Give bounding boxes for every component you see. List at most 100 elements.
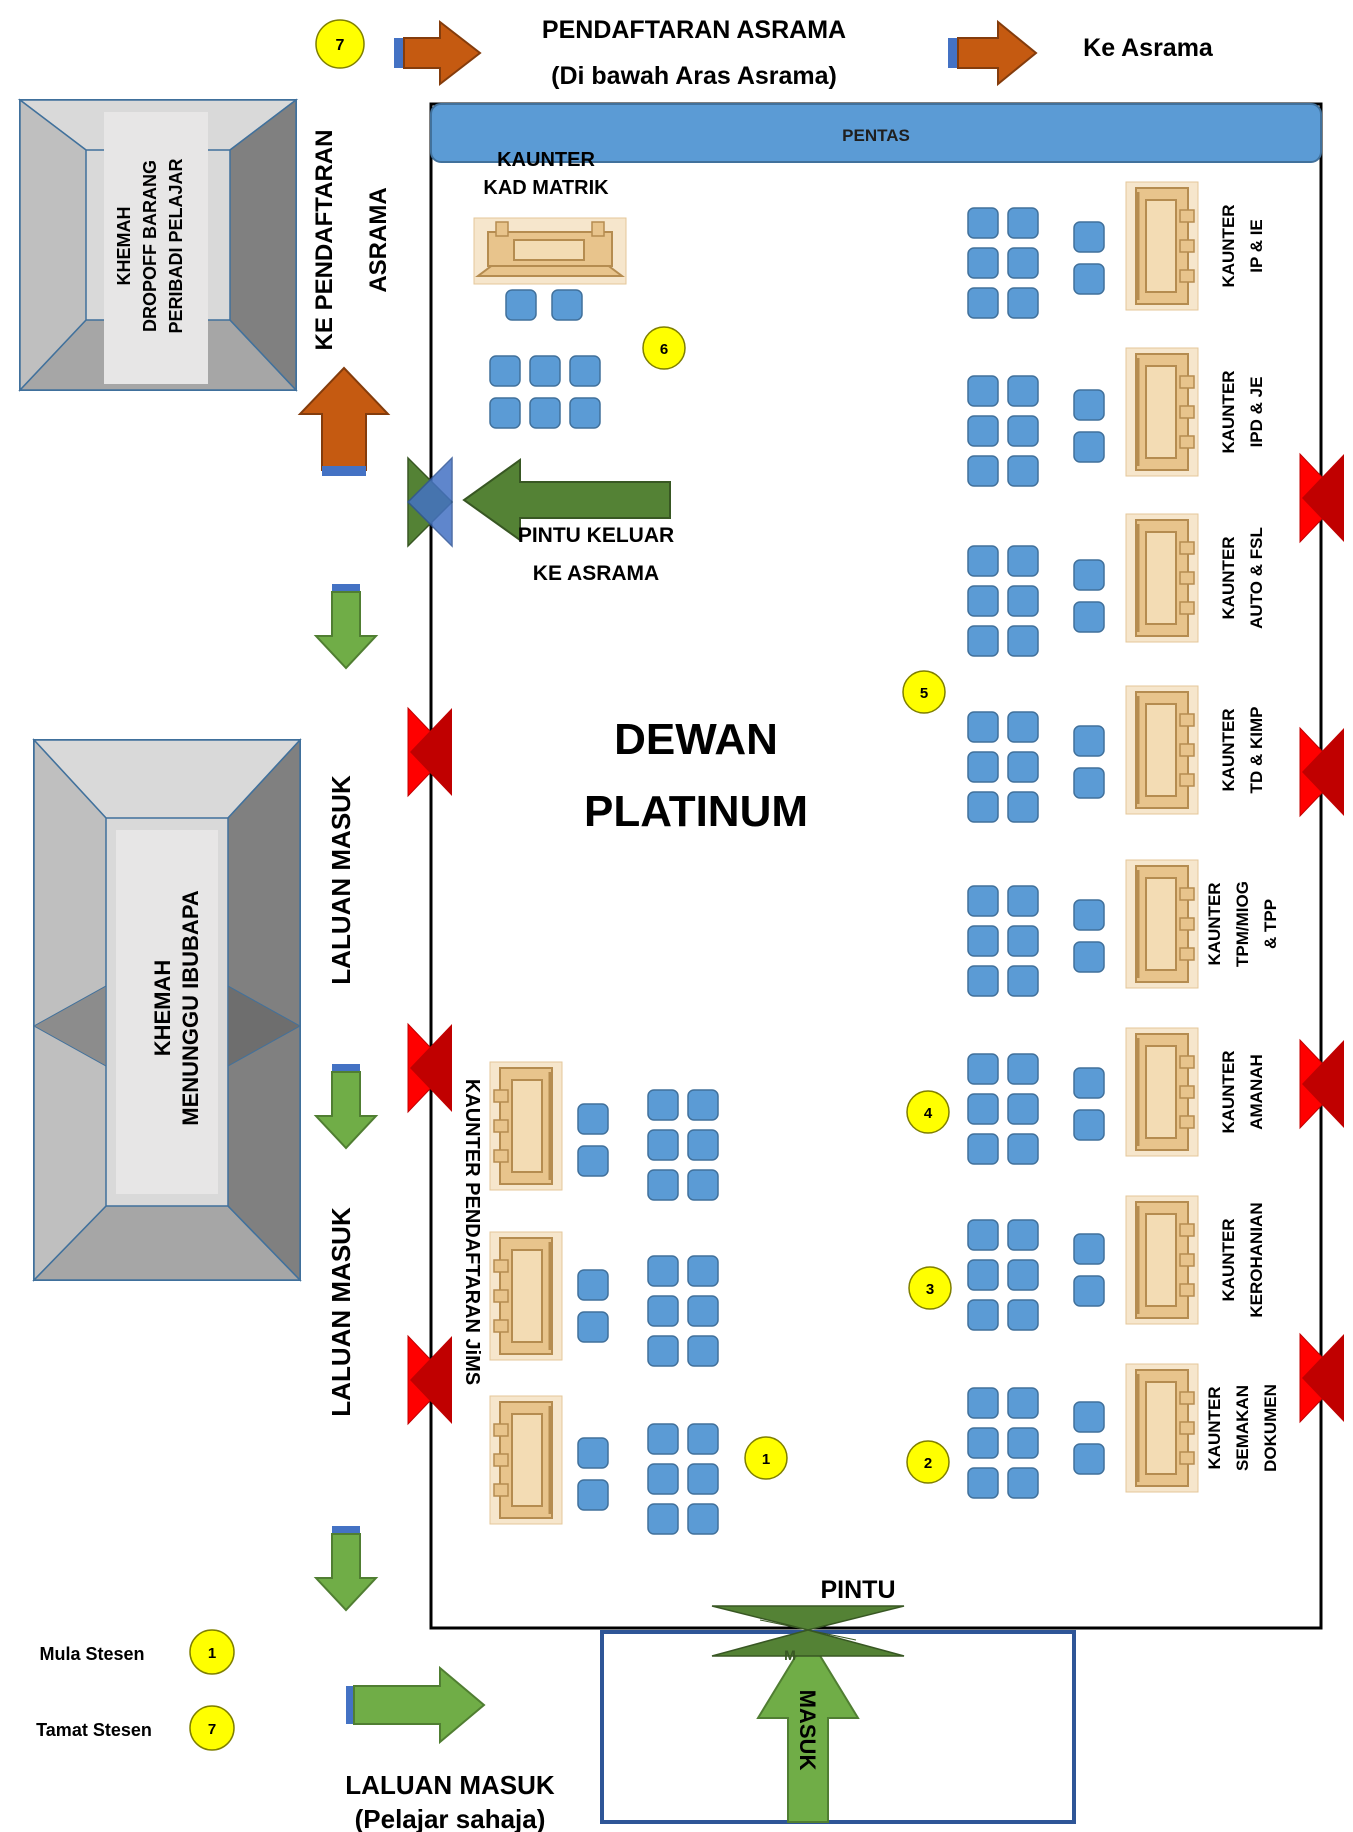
chair <box>1073 431 1105 463</box>
orange-arrow-top-2 <box>948 19 1038 87</box>
chair <box>967 791 999 823</box>
legend-end-circle: 7 <box>189 1705 235 1751</box>
counter-label-2-line2: IPD & JE <box>1247 377 1266 448</box>
chair <box>647 1423 679 1455</box>
svg-text:1: 1 <box>208 1645 216 1662</box>
counter-desk <box>1124 512 1200 644</box>
counter-label-5-line1: KAUNTER <box>1205 882 1224 965</box>
chair <box>967 1427 999 1459</box>
chair <box>1073 559 1105 591</box>
hall-name-line1: DEWAN <box>614 715 778 764</box>
chair <box>967 287 999 319</box>
chair <box>967 585 999 617</box>
to-registration-line1: KE PENDAFTARAN <box>311 130 338 351</box>
chair <box>1007 1133 1039 1165</box>
chair <box>967 415 999 447</box>
jims-counter-label: KAUNTER PENDAFTARAN JiMS <box>461 1079 483 1385</box>
counter-label-7-line1: KAUNTER <box>1219 1218 1238 1301</box>
chair <box>967 965 999 997</box>
green-arrow-2 <box>315 1063 377 1149</box>
green-arrow-right <box>346 1665 486 1745</box>
chair <box>529 355 561 387</box>
chair <box>577 1437 609 1469</box>
chair <box>1007 1219 1039 1251</box>
chair <box>967 711 999 743</box>
counter-label-4-line2: TD & KIMP <box>1247 707 1266 794</box>
counter-label-4-line1: KAUNTER <box>1219 708 1238 791</box>
counter-desk <box>1124 1194 1200 1326</box>
chair <box>1007 287 1039 319</box>
jims-desk <box>488 1230 564 1362</box>
station-5: 5 <box>902 670 946 714</box>
chair <box>551 289 583 321</box>
chair <box>687 1295 719 1327</box>
chair <box>647 1295 679 1327</box>
station-1: 1 <box>744 1436 788 1480</box>
chair <box>647 1089 679 1121</box>
counter-label-5-line2: TPM/MIOG <box>1233 881 1252 967</box>
chair <box>967 1053 999 1085</box>
counter-desk <box>1124 858 1200 990</box>
counter-label-2-line1: KAUNTER <box>1219 370 1238 453</box>
chair <box>1007 1467 1039 1499</box>
green-arrow-1 <box>315 583 377 669</box>
chair <box>1073 941 1105 973</box>
exit-door <box>406 456 454 548</box>
stage <box>430 103 1322 163</box>
dropoff-line3: PERIBADI PELAJAR <box>166 158 186 333</box>
chair <box>1007 585 1039 617</box>
chair <box>1007 625 1039 657</box>
counter-label-6-line2: AMANAH <box>1247 1054 1266 1130</box>
entry-arrow <box>756 1634 860 1823</box>
counter-label-8-line3: DOKUMEN <box>1261 1384 1280 1472</box>
chair <box>1073 1109 1105 1141</box>
chair <box>1007 207 1039 239</box>
chair <box>647 1169 679 1201</box>
chair <box>1007 545 1039 577</box>
svg-text:5: 5 <box>920 685 928 702</box>
chair <box>577 1103 609 1135</box>
station-6: 6 <box>642 326 686 370</box>
counter-label-3-line2: AUTO & FSL <box>1247 527 1266 629</box>
chair <box>1073 899 1105 931</box>
station-3: 3 <box>908 1266 952 1310</box>
chair <box>1073 1401 1105 1433</box>
chair <box>577 1479 609 1511</box>
students-path-line2: (Pelajar sahaja) <box>355 1804 546 1832</box>
chair <box>687 1463 719 1495</box>
counter-label-8-line1: KAUNTER <box>1205 1386 1224 1469</box>
red-door-left-3 <box>407 1334 452 1426</box>
to-registration-line2: ASRAMA <box>365 187 392 292</box>
counter-label-3-line1: KAUNTER <box>1219 536 1238 619</box>
chair <box>1007 965 1039 997</box>
chair <box>967 625 999 657</box>
station-7: 7 <box>315 19 365 69</box>
chair <box>967 1259 999 1291</box>
chair <box>1007 711 1039 743</box>
chair <box>967 375 999 407</box>
matric-counter-line1: KAUNTER <box>497 149 595 171</box>
to-hostel-label: Ke Asrama <box>1083 34 1214 62</box>
chair <box>1007 751 1039 783</box>
registration-title: PENDAFTARAN ASRAMA <box>542 16 846 44</box>
chair <box>687 1255 719 1287</box>
exit-label-line1: PINTU KELUAR <box>518 524 674 547</box>
chair <box>1073 221 1105 253</box>
chair <box>1007 1387 1039 1419</box>
counter-label-5-line3: & TPP <box>1261 899 1280 949</box>
chair <box>569 355 601 387</box>
counter-desk <box>1124 1362 1200 1494</box>
door-label: PINTU <box>821 1576 896 1604</box>
chair <box>967 1467 999 1499</box>
counter-label-1-line1: KAUNTER <box>1219 204 1238 287</box>
counter-label-8-line2: SEMAKAN <box>1233 1385 1252 1471</box>
counter-label-7-line2: KEROHANIAN <box>1247 1202 1266 1317</box>
chair <box>505 289 537 321</box>
red-door-right-2 <box>1299 726 1344 818</box>
counter-desk <box>1124 684 1200 816</box>
chair <box>1007 1053 1039 1085</box>
chair <box>967 1299 999 1331</box>
chair <box>647 1129 679 1161</box>
legend-start-circle: 1 <box>189 1629 235 1675</box>
